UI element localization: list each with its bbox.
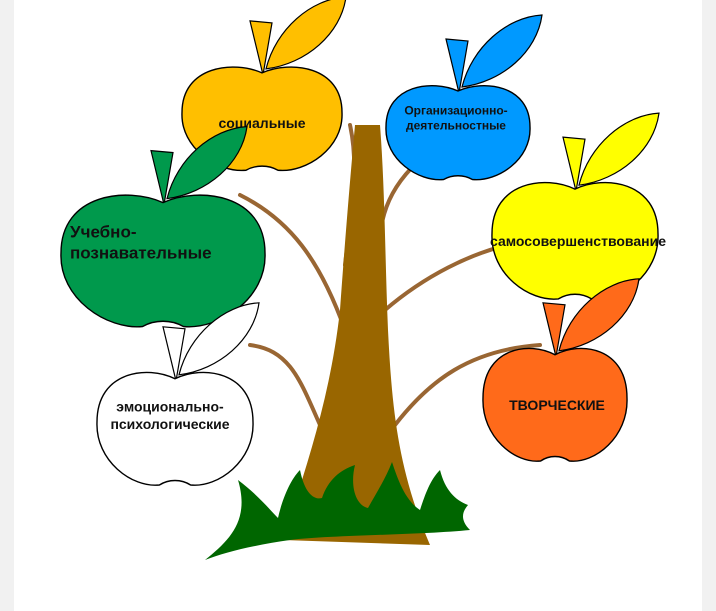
apple-leaf-icon [166, 125, 248, 200]
apple-label-line: Организационно- [404, 104, 507, 118]
apple-label: Учебно-познавательные [70, 222, 212, 262]
tree-trunk [283, 125, 430, 545]
apple-body [60, 194, 266, 328]
apple-tvorcheskie: ТВОРЧЕСКИЕ [482, 278, 640, 462]
apple-leaf-icon [178, 302, 260, 376]
apple-body [491, 181, 659, 300]
branch-emocionalno [248, 343, 322, 427]
apples-layer: социальныеОрганизационно-деятельностныеУ… [60, 0, 666, 486]
apple-label: Организационно-деятельностные [404, 104, 507, 133]
apple-label: самосовершенствование [490, 233, 666, 249]
apple-emocionalno: эмоционально-психологические [96, 302, 260, 486]
apple-label: ТВОРЧЕСКИЕ [509, 397, 605, 413]
apple-leaf-icon [578, 112, 660, 186]
apple-stem-icon [445, 38, 469, 94]
apple-stem-icon [542, 302, 566, 357]
apple-leaf-icon [558, 278, 640, 352]
apple-label-line: самосовершенствование [490, 233, 666, 249]
apple-leaf-icon [265, 0, 346, 70]
apple-label-line: ТВОРЧЕСКИЕ [509, 397, 605, 413]
apple-stem-icon [162, 326, 186, 381]
apple-label-line: эмоционально- [116, 398, 224, 414]
apple-body [96, 371, 254, 486]
apple-label-line: психологические [110, 416, 229, 432]
apple-uchebno: Учебно-познавательные [60, 125, 266, 328]
apple-label-line: деятельностные [406, 119, 506, 133]
grass [205, 462, 470, 560]
apple-stem-icon [562, 136, 586, 192]
apple-leaf-icon [461, 14, 543, 88]
apple-stem-icon [249, 20, 273, 76]
apple-label-line: познавательные [70, 244, 212, 263]
apple-samosovershenstvovanie: самосовершенствование [490, 112, 666, 300]
apple-label: эмоционально-психологические [110, 398, 229, 432]
apple-stem-icon [150, 149, 174, 205]
branch-uchebno [238, 193, 347, 332]
apple-body [385, 84, 531, 181]
apple-label-line: Учебно- [70, 222, 137, 241]
apple-body [482, 347, 628, 462]
branch-tvorcheskie [393, 343, 542, 427]
apple-organizacionno: Организационно-деятельностные [385, 14, 543, 181]
